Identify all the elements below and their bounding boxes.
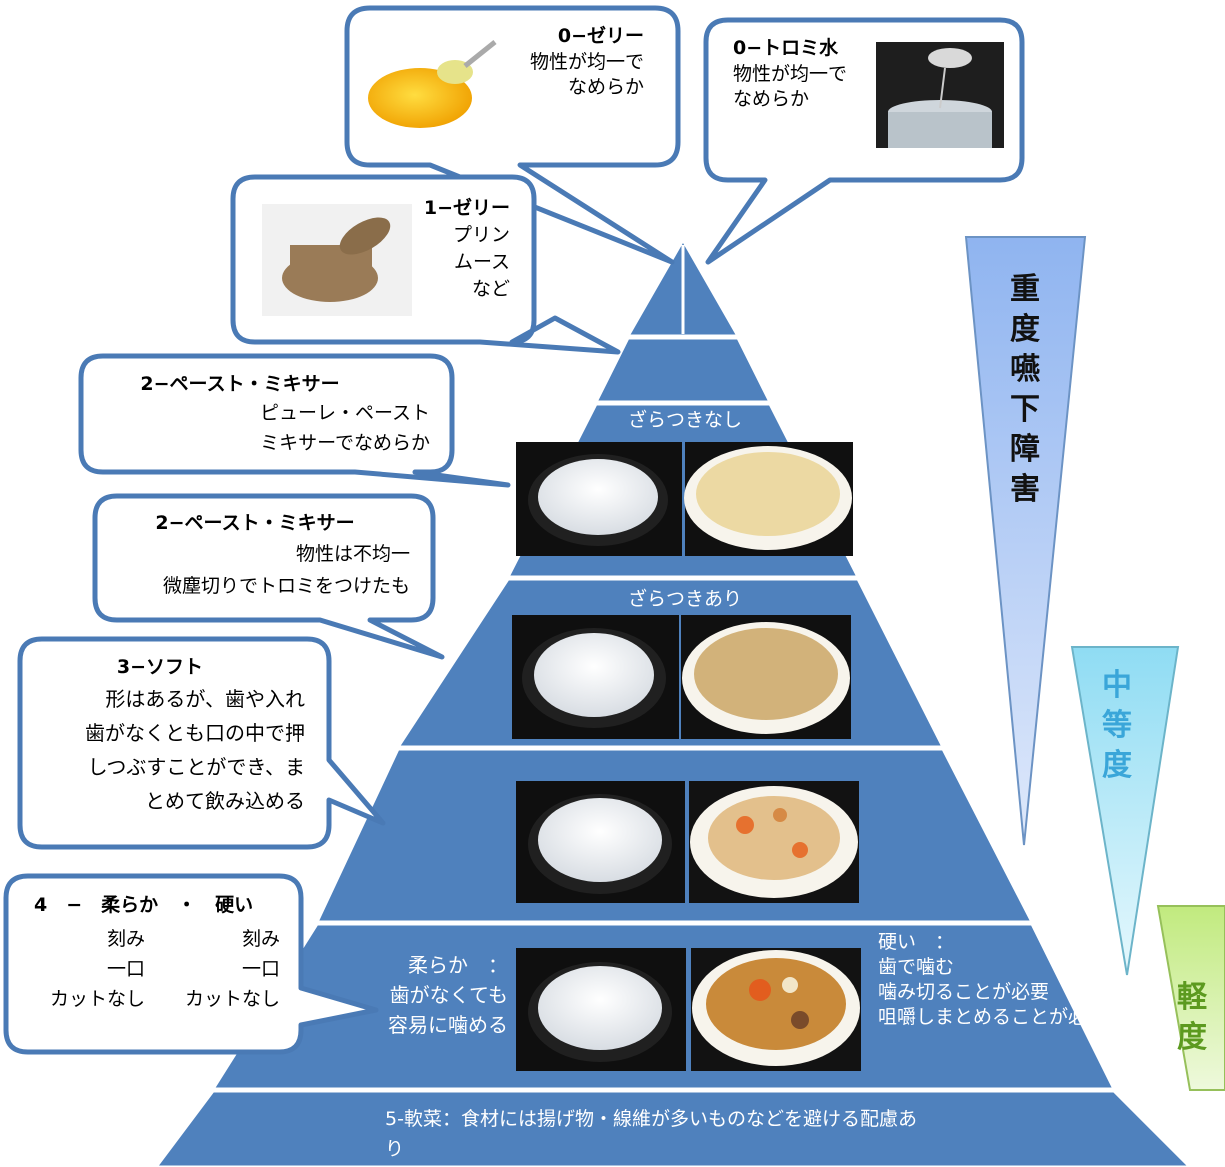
callout-soft-title: 3−ソフト: [116, 656, 204, 678]
callout-level4-col2: 刻み 一口 カットなし: [184, 928, 280, 1010]
callout-jelly0-title: 0−ゼリー: [557, 25, 644, 47]
callout-paste-rough-title: 2−ペースト・ミキサー: [155, 512, 355, 534]
thickened-water-photo: [876, 42, 1004, 148]
callout-soft-body: 形はあるが、歯や入れ 歯がなくとも口の中で押 しつぶすことができ、ま とめて飲み…: [85, 687, 305, 813]
tier4-soft-note: 柔らか ： 歯がなくても 容易に噛める: [388, 953, 508, 1037]
smooth-rice-porridge-photo: [516, 442, 682, 556]
callout-paste-rough-bubble: [92, 493, 445, 660]
callout-jelly0-body: 物性が均一で なめらか: [529, 51, 644, 98]
moderate-label: 中 等 度: [1102, 668, 1132, 783]
callout-paste-smooth-bubble: [78, 353, 511, 488]
callout-paste-smooth-title: 2−ペースト・ミキサー: [140, 373, 340, 395]
tier-smooth-label: ざらつきなし: [627, 409, 742, 431]
mild-wedge: [1156, 905, 1225, 1091]
callout-jelly1-body: プリン ムース など: [452, 224, 510, 300]
mild-label: 軽 度: [1177, 980, 1207, 1055]
callout-jelly1-title: 1−ゼリー: [423, 197, 510, 219]
callout-paste-smooth-body: ピューレ・ペースト ミキサーでなめらか: [259, 402, 430, 454]
rough-paste-photo: [681, 615, 851, 739]
soft-stew-photo: [689, 781, 859, 903]
callout-thick-water-title: 0−トロミ水: [733, 37, 839, 59]
tier5-label: 5-軟菜：食材には揚げ物・線維が多いものなどを避ける配慮あ り: [385, 1108, 917, 1160]
soft-rice-photo: [516, 781, 685, 903]
callout-thick-water-body: 物性が均一で なめらか: [733, 63, 848, 110]
moderate-wedge: [1070, 646, 1180, 976]
severe-wedge: [964, 236, 1087, 846]
smooth-paste-photo: [684, 442, 853, 556]
pyramid-tier-5: [154, 1089, 1193, 1167]
callout-level4-title: 4 − 柔らか ・ 硬い: [34, 894, 254, 916]
callout-level4-bubble: [3, 873, 379, 1055]
level4-rice-photo: [516, 948, 686, 1071]
severe-label: 重 度 嚥 下 障 害: [1010, 272, 1040, 507]
orange-jelly-photo: [357, 25, 497, 140]
callout-paste-rough-body: 物性は不均一 微塵切りでトロミをつけたも: [162, 543, 410, 597]
callout-level4-col1: 刻み 一口 カットなし: [49, 928, 145, 1010]
pyramid-tier-1: [593, 336, 773, 404]
callout-soft-bubble: [17, 636, 386, 850]
tier4-hard-note: 硬い ： 歯で噛む 噛み切ることが必要 咀嚼しまとめることが必: [878, 931, 1088, 1028]
brown-pudding-photo: [262, 204, 412, 316]
rough-rice-porridge-photo: [512, 615, 679, 739]
tier-rough-label: ざらつきあり: [627, 588, 742, 610]
level4-soup-photo: [691, 948, 861, 1071]
